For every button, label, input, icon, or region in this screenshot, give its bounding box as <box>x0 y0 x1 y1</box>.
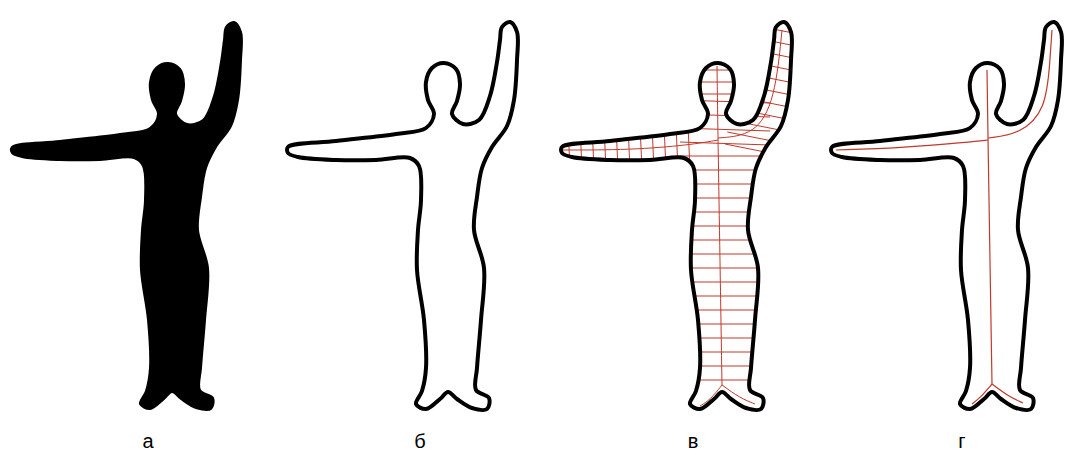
silhouette-outline <box>831 22 1062 410</box>
silhouette-outline <box>287 22 518 410</box>
figure-label: в <box>686 430 701 453</box>
mesh-lines <box>562 24 808 406</box>
figure-label: г <box>956 430 967 453</box>
outline-figure <box>831 22 1062 410</box>
filled-silhouette <box>11 22 242 410</box>
outline-figure <box>287 22 518 410</box>
figure-label: а <box>140 430 155 453</box>
figure-label: б <box>412 430 427 453</box>
outline-figure <box>561 22 808 410</box>
silhouette-outline <box>561 22 792 410</box>
